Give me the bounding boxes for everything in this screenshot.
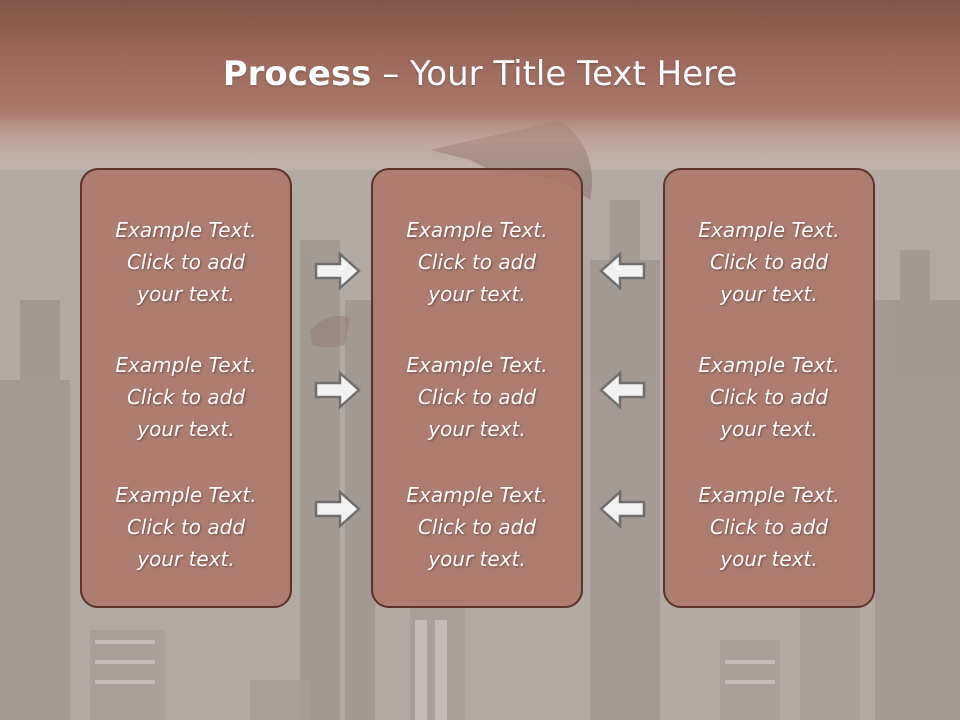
arrow-left-icon[interactable]: [598, 489, 646, 529]
arrow-right-icon[interactable]: [314, 489, 362, 529]
arrow-right-icon[interactable]: [314, 251, 362, 291]
text-line: Click to add: [709, 515, 829, 539]
text-line: Example Text.: [406, 218, 548, 242]
text-line: Example Text.: [115, 483, 257, 507]
text-placeholder[interactable]: Example Text. Click to add your text.: [373, 214, 581, 310]
text-line: Example Text.: [406, 483, 548, 507]
text-line: your text.: [720, 282, 818, 306]
text-line: Click to add: [126, 250, 246, 274]
arrow-left-icon[interactable]: [598, 251, 646, 291]
text-line: your text.: [428, 282, 526, 306]
text-placeholder[interactable]: Example Text. Click to add your text.: [373, 479, 581, 575]
arrow-left-icon[interactable]: [598, 370, 646, 410]
text-line: Click to add: [126, 385, 246, 409]
text-line: Example Text.: [698, 353, 840, 377]
text-line: Example Text.: [406, 353, 548, 377]
text-placeholder[interactable]: Example Text. Click to add your text.: [665, 214, 873, 310]
text-line: Click to add: [417, 515, 537, 539]
text-line: Click to add: [709, 385, 829, 409]
text-line: Example Text.: [115, 218, 257, 242]
text-placeholder[interactable]: Example Text. Click to add your text.: [665, 349, 873, 445]
text-placeholder[interactable]: Example Text. Click to add your text.: [82, 214, 290, 310]
text-placeholder[interactable]: Example Text. Click to add your text.: [82, 349, 290, 445]
text-line: Example Text.: [698, 483, 840, 507]
text-line: your text.: [428, 547, 526, 571]
arrow-right-icon[interactable]: [314, 370, 362, 410]
text-line: your text.: [137, 547, 235, 571]
title-bold-part: Process: [222, 54, 372, 94]
text-placeholder[interactable]: Example Text. Click to add your text.: [373, 349, 581, 445]
text-placeholder[interactable]: Example Text. Click to add your text.: [665, 479, 873, 575]
text-line: Click to add: [126, 515, 246, 539]
process-box-right[interactable]: Example Text. Click to add your text. Ex…: [663, 168, 875, 608]
process-box-center[interactable]: Example Text. Click to add your text. Ex…: [371, 168, 583, 608]
text-placeholder[interactable]: Example Text. Click to add your text.: [82, 479, 290, 575]
process-box-left[interactable]: Example Text. Click to add your text. Ex…: [80, 168, 292, 608]
text-line: your text.: [428, 417, 526, 441]
text-line: Click to add: [417, 385, 537, 409]
text-line: your text.: [720, 417, 818, 441]
title-band: [0, 0, 960, 170]
text-line: your text.: [720, 547, 818, 571]
text-line: Example Text.: [698, 218, 840, 242]
text-line: your text.: [137, 282, 235, 306]
text-line: Click to add: [417, 250, 537, 274]
slide-title[interactable]: Process – Your Title Text Here: [0, 52, 960, 96]
text-line: your text.: [137, 417, 235, 441]
text-line: Click to add: [709, 250, 829, 274]
text-line: Example Text.: [115, 353, 257, 377]
title-rest-part: – Your Title Text Here: [371, 54, 738, 94]
